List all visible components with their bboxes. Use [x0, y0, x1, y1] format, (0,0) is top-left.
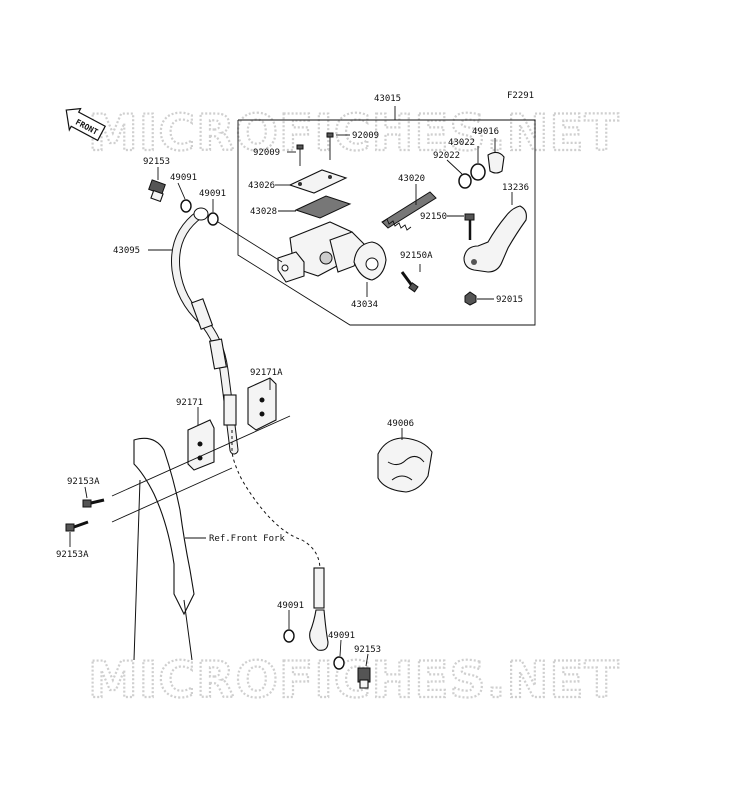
watermark-bottom: MICROFICHES.NET [88, 651, 620, 709]
callout-13236: 13236 [502, 183, 529, 193]
callout-49006: 49006 [387, 419, 414, 429]
callout-43028: 43028 [250, 207, 277, 217]
callout-92022: 92022 [433, 151, 460, 161]
washer-49091-b-icon [207, 212, 219, 226]
callout-92153-bottom: 92153 [354, 645, 381, 655]
piston-kit-icon [381, 184, 437, 231]
callout-43022: 43022 [448, 138, 475, 148]
callout-92153-top: 92153 [143, 157, 170, 167]
callout-43015: 43015 [374, 94, 401, 104]
diagram-code: F2291 [507, 91, 534, 101]
brake-lever-icon [463, 205, 527, 273]
callout-49016: 49016 [472, 127, 499, 137]
callout-43026: 43026 [248, 181, 275, 191]
callout-92150: 92150 [420, 212, 447, 222]
callout-92171A: 92171A [250, 368, 283, 378]
callout-92171: 92171 [176, 398, 203, 408]
callout-92009-a: 92009 [352, 131, 379, 141]
reference-note: Ref.Front Fork [209, 534, 285, 544]
master-cylinder-body-icon [277, 221, 365, 283]
lever-bolt-92150-icon [464, 213, 475, 240]
callout-92153A-b: 92153A [56, 550, 89, 560]
seal-43022-icon [470, 163, 486, 181]
callout-43034: 43034 [351, 300, 378, 310]
bolt-92153A-a-icon [82, 498, 105, 508]
bolt-92153A-b-icon [65, 520, 89, 532]
lever-cover-icon [377, 437, 433, 493]
callout-92015: 92015 [496, 295, 523, 305]
bolt-92150A-icon [400, 271, 419, 293]
clamp-holder-icon [353, 241, 387, 281]
callout-92153A-a: 92153A [67, 477, 100, 487]
banjo-bolt-top-icon [148, 179, 166, 203]
washer-49091-a-icon [180, 199, 192, 213]
callout-92009-b: 92009 [253, 148, 280, 158]
screw-92009-a-icon [296, 144, 304, 166]
watermark-top: MICROFICHES.NET [88, 104, 620, 162]
nut-92015-icon [464, 291, 477, 306]
callout-49091-c: 49091 [277, 601, 304, 611]
hose-clamp-92171-icon [187, 419, 215, 471]
callout-49091-d: 49091 [328, 631, 355, 641]
hose-clamp-92171A-icon [247, 377, 277, 431]
callout-92150A: 92150A [400, 251, 433, 261]
master-cylinder-assembly-box [237, 106, 536, 326]
dust-boot-icon [487, 151, 505, 174]
diaphragm-icon [294, 195, 352, 219]
reservoir-cap-icon [288, 169, 348, 194]
callout-49091-b: 49091 [199, 189, 226, 199]
callout-49091-a: 49091 [170, 173, 197, 183]
screw-92009-b-icon [326, 132, 334, 160]
washer-49091-d-icon [333, 656, 345, 670]
callout-43095: 43095 [113, 246, 140, 256]
brake-hose-icon [171, 207, 329, 651]
callout-43020: 43020 [398, 174, 425, 184]
banjo-bolt-bottom-icon [357, 667, 371, 689]
washer-49091-c-icon [283, 629, 295, 643]
circlip-92022-icon [458, 173, 472, 189]
front-fork-reference-icon [111, 415, 291, 661]
